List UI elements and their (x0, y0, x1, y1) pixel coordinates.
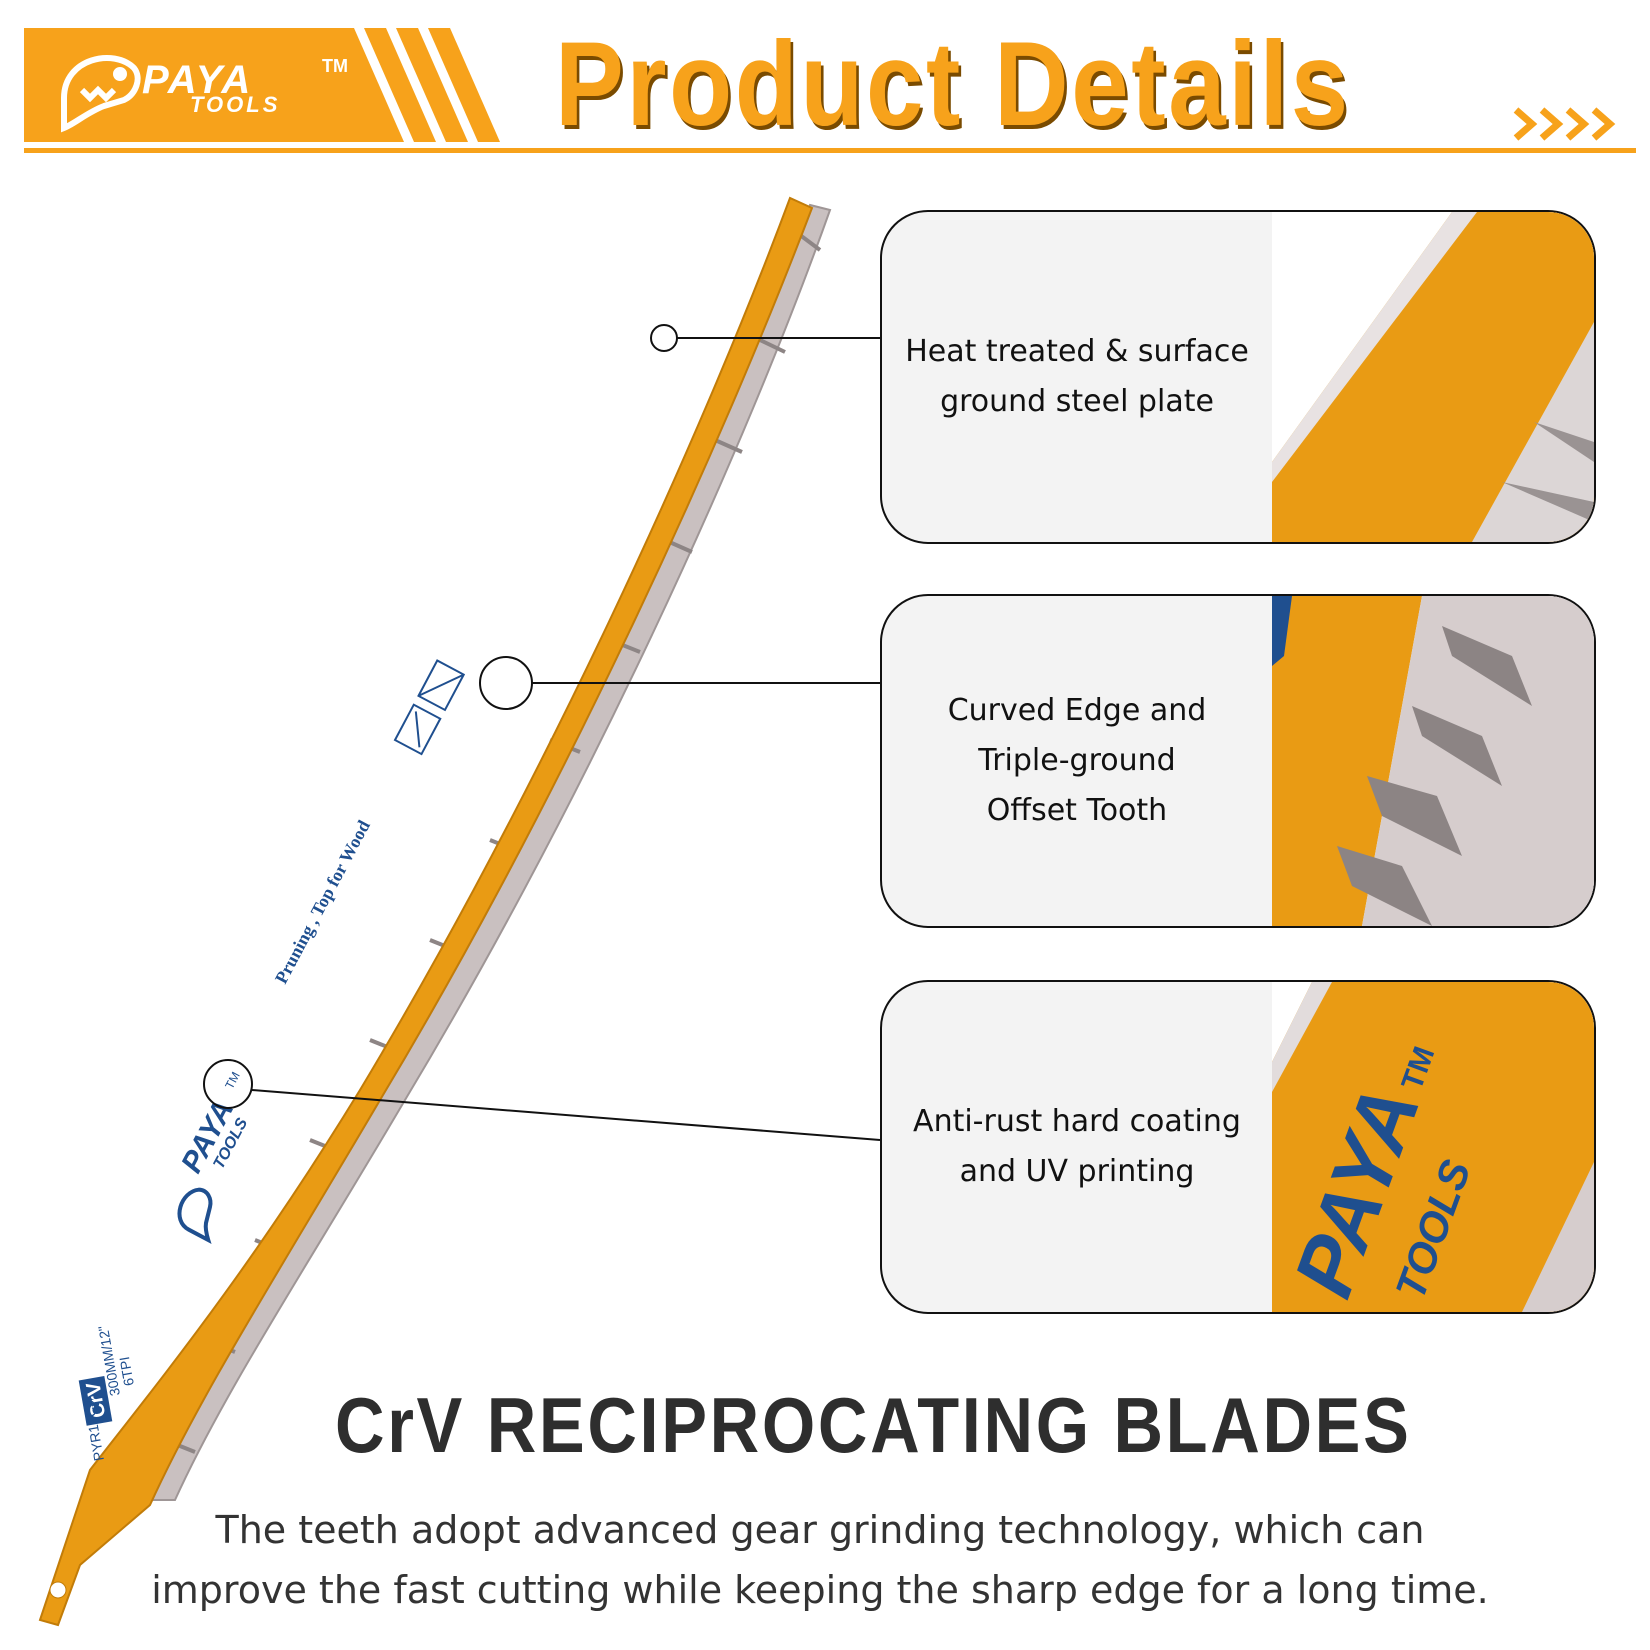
feature-line: and UV printing (959, 1154, 1195, 1189)
feature-line: Triple-ground (978, 743, 1176, 778)
feature-card-coating: Anti-rust hard coating and UV printing PA… (880, 980, 1596, 1314)
blade-material-badge (78, 1375, 113, 1426)
feature-line: Curved Edge and (947, 693, 1207, 728)
feature-text-steel-plate: Heat treated & surface ground steel plate (882, 212, 1272, 542)
trademark-mark: TM (322, 56, 348, 76)
brand-name: PAYA (142, 58, 253, 102)
feature-line: Offset Tooth (986, 793, 1168, 828)
blade-tpi: 6TPI (116, 1355, 137, 1387)
blade-mount-hole (49, 1581, 67, 1599)
wood-pictogram-icon (393, 659, 466, 756)
feature-text-coating: Anti-rust hard coating and UV printing (882, 982, 1272, 1312)
feature-line: ground steel plate (940, 384, 1214, 419)
header-divider (24, 148, 1636, 153)
blade-print-line: Pruning , Top for Wood (271, 817, 374, 987)
blade-piranha-logo-icon (177, 1187, 213, 1245)
feature-card-steel-plate: Heat treated & surface ground steel plate (880, 210, 1596, 544)
page-title: Product Details (555, 17, 1351, 151)
brand-banner (24, 28, 500, 142)
chevrons-right-icon (1513, 107, 1616, 141)
blade-body (38, 196, 814, 1627)
product-headline: CrV RECIPROCATING BLADES (335, 1381, 1412, 1469)
closeup-tooth-image (1272, 596, 1594, 926)
closeup-coating-image: PAYA TOOLS TM (1272, 982, 1594, 1312)
blade-trademark: TM (222, 1070, 242, 1092)
product-description: The teeth adopt advanced gear grinding t… (140, 1500, 1500, 1620)
saw-blade-illustration: Pruning , Top for Wood PAYA TOOLS TM CrV… (38, 196, 832, 1627)
description-line: The teeth adopt advanced gear grinding t… (215, 1508, 1425, 1552)
description-line: improve the fast cutting while keeping t… (151, 1568, 1489, 1612)
feature-line: Anti-rust hard coating (913, 1104, 1241, 1139)
closeup-steel-plate-image (1272, 212, 1594, 542)
feature-line: Heat treated & surface (905, 334, 1249, 369)
brand-subtitle: TOOLS (190, 92, 281, 117)
piranha-logo-icon (61, 55, 141, 133)
